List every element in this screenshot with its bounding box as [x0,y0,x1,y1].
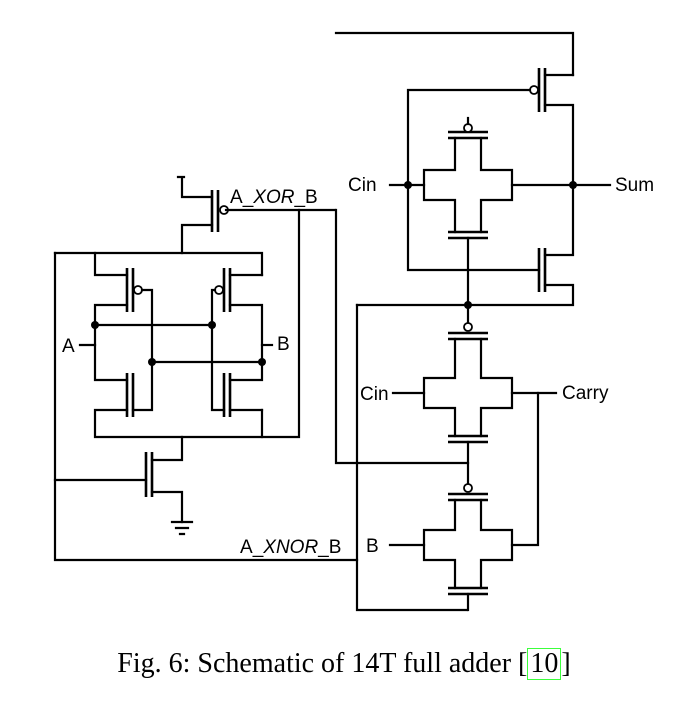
label-carry-output: Carry [562,383,609,404]
pmos-xor-output [176,175,229,255]
sum-section [334,31,612,465]
caption-close: ] [561,648,571,679]
label-cin-carry: Cin [360,384,389,405]
label-b-input-left: B [277,334,290,355]
label-a-xnor-b: A_XNOR_B [240,537,341,558]
caption-text: Fig. 6: Schematic of 14T full adder [ [117,648,528,679]
label-sum-output: Sum [615,175,654,196]
label-a-xor-b: A_XOR_B [230,187,318,208]
nmos-xnor [53,435,194,536]
schematic-diagram: A_XOR_B A B A_XNOR_B B Cin Cin Sum Carry [53,31,654,612]
xor-xnor-block [53,208,359,562]
label-cin-sum: Cin [348,175,377,196]
label-b-input-carry: B [366,536,379,557]
figure-caption: Fig. 6: Schematic of 14T full adder [10] [0,648,688,680]
carry-section [355,303,558,612]
citation-link[interactable]: 10 [527,648,562,680]
label-a-input: A [62,336,75,357]
